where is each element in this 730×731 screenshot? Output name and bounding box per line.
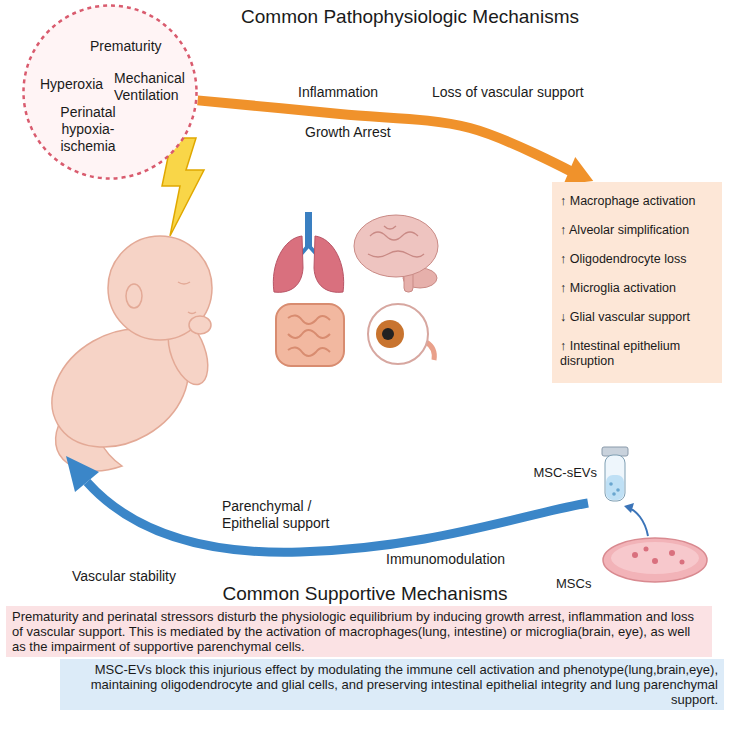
vesicle [612, 492, 616, 496]
vial-liquid [606, 475, 624, 500]
effect-item: ↑ Intestinal epithelium disruption [560, 332, 716, 376]
vesicle [609, 482, 613, 486]
supportive-summary-box: MSC-EVs block this injurious effect by m… [60, 659, 724, 710]
baby-hand [189, 316, 211, 334]
stressor-circle: PrematurityHyperoxiaMechanical Ventilati… [22, 4, 198, 180]
cell [669, 550, 675, 556]
stressor-label: Prematurity [90, 38, 180, 55]
intestine-icon [276, 304, 344, 366]
connector-line [198, 100, 572, 171]
pupil [382, 328, 394, 340]
effect-item: ↑ Macrophage activation [560, 187, 716, 216]
small-arrowhead [624, 503, 634, 513]
lung-left [273, 236, 303, 292]
stressor-label: Hyperoxia [40, 76, 120, 93]
supportive-arrow [87, 482, 588, 552]
stressor-label: Mechanical Ventilation [114, 70, 194, 104]
arrow-label: Vascular stability [72, 568, 212, 585]
pathophysiology-summary-box: Prematurity and perinatal stressors dist… [6, 606, 712, 657]
cell [652, 558, 658, 564]
arrowhead [563, 157, 593, 185]
trachea [305, 212, 312, 248]
cell [680, 560, 685, 565]
effect-item: ↑ Alveolar simplification [560, 216, 716, 245]
arrow-label: Loss of vascular support [432, 84, 608, 101]
petri-dish [603, 538, 707, 582]
vial-body [605, 455, 625, 501]
eye-icon [368, 304, 434, 364]
baby-figure [31, 236, 216, 471]
cell [632, 552, 638, 558]
dish-inner [611, 542, 699, 574]
baby-ear [126, 284, 142, 308]
arrow-label: Growth Arrest [305, 124, 415, 141]
vesicle [616, 488, 620, 492]
brain-folds [368, 226, 424, 257]
effect-item: ↓ Glial vascular support [560, 303, 716, 332]
baby-mouth [188, 312, 196, 314]
iris [376, 320, 404, 348]
supportive-arrowhead [66, 456, 99, 492]
cell [644, 547, 649, 552]
cerebrum [354, 215, 438, 277]
summary-text: MSC-EVs block this injurious effect by m… [66, 662, 718, 707]
title: Common Pathophysiologic Mechanisms [240, 6, 580, 29]
connector-arrow [198, 100, 594, 184]
dish-outer [603, 538, 707, 582]
intestine-loops [288, 315, 330, 356]
effects-box: ↑ Macrophage activation↑ Alveolar simpli… [552, 182, 722, 383]
vial-icon [602, 447, 628, 501]
baby-head [108, 236, 212, 340]
eyeball [368, 304, 428, 364]
brain-icon [354, 215, 438, 292]
intestine-outer [276, 304, 344, 366]
arrow-label: Inflammation [298, 84, 398, 101]
arrow-label: MSCs [556, 576, 606, 592]
arrow-label: Immunomodulation [386, 551, 526, 568]
lung-right [314, 236, 344, 292]
dashed-circle [24, 6, 197, 179]
optic-nerve [426, 342, 434, 360]
summary-text: Prematurity and perinatal stressors dist… [12, 609, 706, 654]
stressor-label: Perinatal hypoxia-ischemia [44, 104, 132, 154]
arrow-label: Parenchymal / Epithelial support [222, 498, 362, 532]
arrow-label: MSC-sEVs [513, 465, 597, 481]
baby-eye [178, 282, 190, 284]
effect-item: ↑ Oligodendrocyte loss [560, 245, 716, 274]
effect-item: ↑ Microglia activation [560, 274, 716, 303]
lungs-icon [273, 212, 343, 292]
section-heading: Common Supportive Mechanisms [190, 583, 540, 606]
